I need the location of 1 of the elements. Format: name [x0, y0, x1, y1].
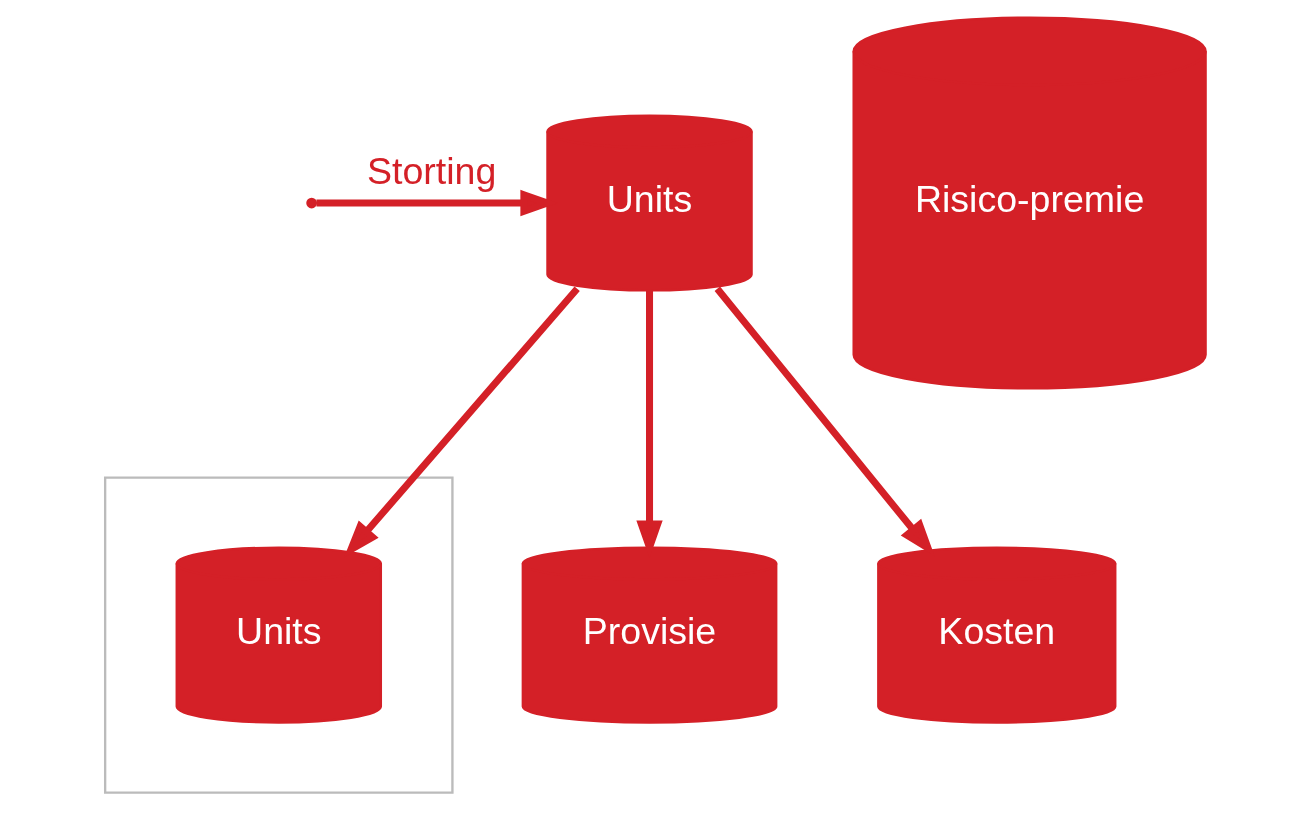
edge-label: Storting: [366, 149, 496, 192]
